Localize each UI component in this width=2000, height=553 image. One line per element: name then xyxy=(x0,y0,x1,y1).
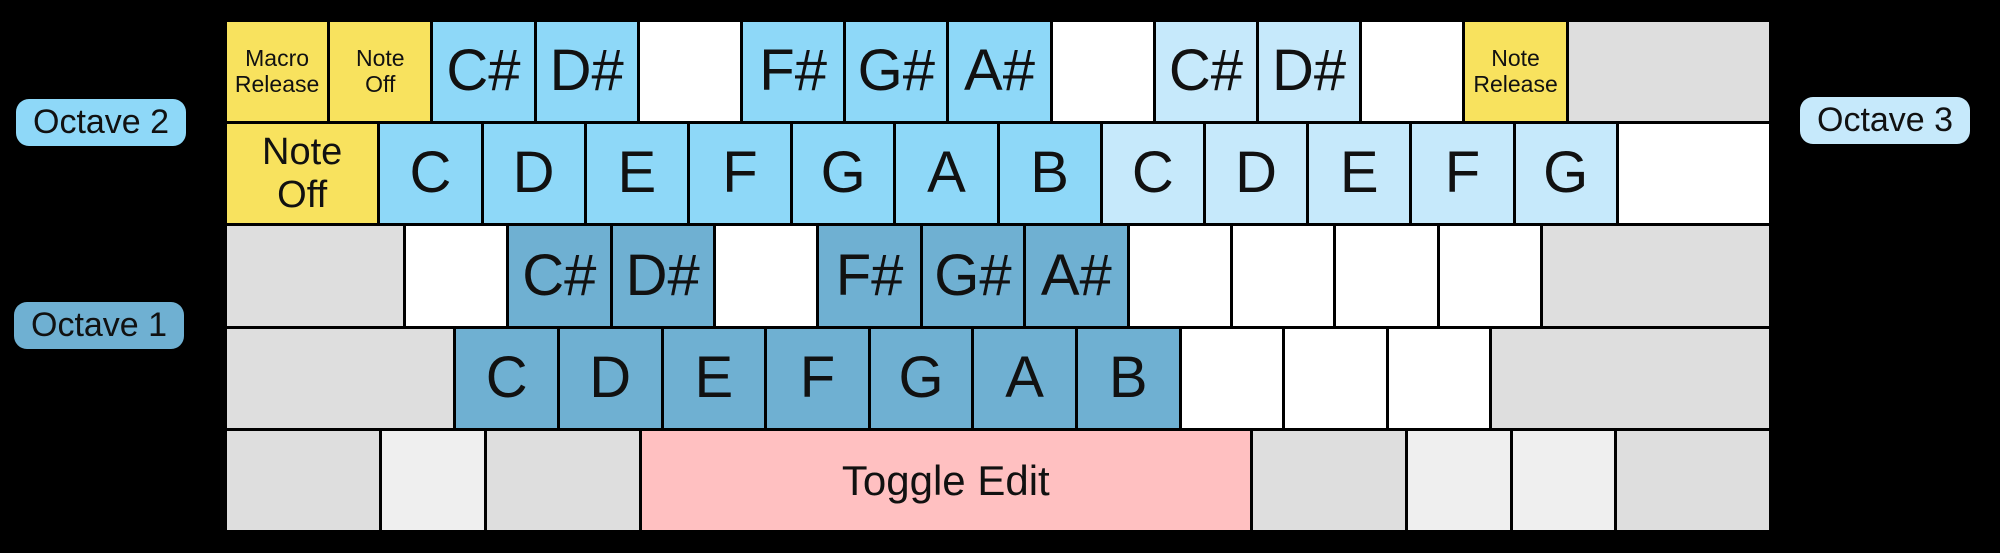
key-e-octave1: E xyxy=(663,328,765,428)
key-f-sharp-octave2: F# xyxy=(743,22,844,122)
key-e-octave2: E xyxy=(586,124,687,224)
key-unused xyxy=(1253,430,1406,531)
key-g-octave1: G xyxy=(870,328,972,428)
key-g-sharp-octave2: G# xyxy=(846,22,947,122)
key-blank xyxy=(1232,226,1334,326)
octave-2-label: Octave 2 xyxy=(16,99,187,146)
key-e-octave3: E xyxy=(1309,124,1410,224)
key-unused xyxy=(486,430,639,531)
key-a-sharp-octave1: A# xyxy=(1026,226,1127,326)
key-f-octave3: F xyxy=(1412,124,1513,224)
key-c-sharp-octave2: C# xyxy=(433,22,534,122)
key-c-octave1: C xyxy=(456,328,557,428)
key-unused xyxy=(1512,430,1614,531)
key-blank xyxy=(405,226,507,326)
key-d-sharp-octave1: D# xyxy=(612,226,713,326)
key-b-octave2: B xyxy=(999,124,1100,224)
key-toggle-edit: Toggle Edit xyxy=(641,430,1250,531)
key-d-sharp-octave2: D# xyxy=(536,22,637,122)
key-unused xyxy=(382,430,484,531)
key-note-off: Note Off xyxy=(227,124,378,224)
key-unused xyxy=(1408,430,1510,531)
key-c-octave2: C xyxy=(380,124,481,224)
key-d-sharp-octave3: D# xyxy=(1259,22,1360,122)
key-unused xyxy=(1543,226,1770,326)
key-unused xyxy=(227,328,454,428)
key-g-sharp-octave1: G# xyxy=(922,226,1024,326)
key-blank xyxy=(1285,328,1386,428)
key-c-octave3: C xyxy=(1102,124,1203,224)
key-note-release: Note Release xyxy=(1465,22,1566,122)
key-c-sharp-octave3: C# xyxy=(1155,22,1257,122)
key-blank xyxy=(1129,226,1230,326)
key-note-off: Note Off xyxy=(330,22,431,122)
key-unused xyxy=(1568,22,1770,122)
key-g-octave3: G xyxy=(1515,124,1616,224)
key-g-octave2: G xyxy=(793,124,894,224)
key-blank xyxy=(1181,328,1283,428)
key-blank xyxy=(1362,22,1463,122)
key-blank xyxy=(715,226,817,326)
key-macro-release: Macro Release xyxy=(227,22,328,122)
key-d-octave3: D xyxy=(1205,124,1307,224)
keyboard-row: C#D# F#G#A# xyxy=(227,226,1770,326)
key-f-sharp-octave1: F# xyxy=(819,226,920,326)
key-blank xyxy=(639,22,741,122)
key-unused xyxy=(227,226,403,326)
key-f-octave1: F xyxy=(767,328,868,428)
key-unused xyxy=(1616,430,1769,531)
octave-1-label: Octave 1 xyxy=(14,302,185,349)
octave-3-label: Octave 3 xyxy=(1800,97,1971,144)
key-a-octave2: A xyxy=(896,124,997,224)
key-unused xyxy=(227,430,380,531)
key-a-sharp-octave2: A# xyxy=(949,22,1050,122)
key-blank xyxy=(1439,226,1541,326)
key-blank xyxy=(1336,226,1437,326)
key-unused xyxy=(1492,328,1769,428)
key-a-octave1: A xyxy=(974,328,1075,428)
key-c-sharp-octave1: C# xyxy=(509,226,610,326)
key-blank xyxy=(1388,328,1490,428)
key-f-octave2: F xyxy=(689,124,791,224)
key-d-octave2: D xyxy=(483,124,584,224)
key-blank xyxy=(1052,22,1153,122)
keyboard-row: Toggle Edit xyxy=(227,430,1769,531)
key-blank xyxy=(1618,124,1770,224)
key-b-octave1: B xyxy=(1077,328,1179,428)
key-d-octave1: D xyxy=(559,328,661,428)
